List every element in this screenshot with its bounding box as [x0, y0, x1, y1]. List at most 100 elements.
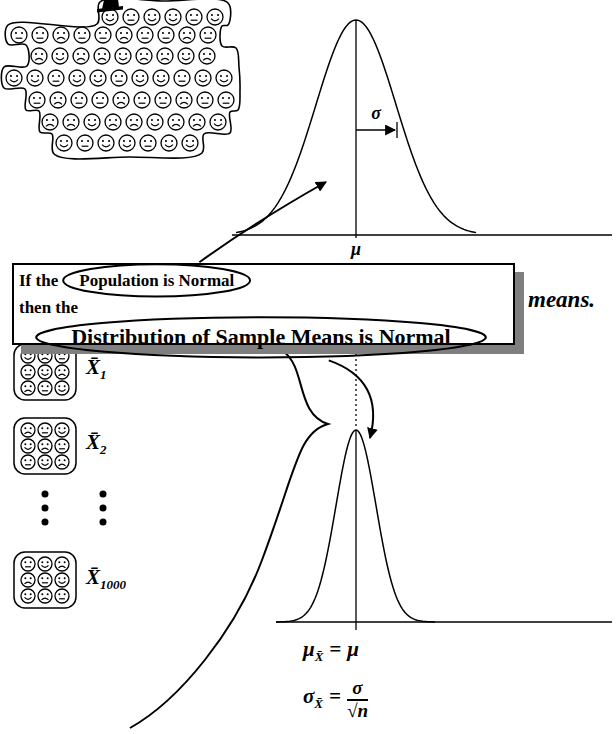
face-outline	[21, 439, 35, 453]
face-icon	[168, 114, 184, 130]
face-eye	[167, 53, 169, 55]
face-eye	[115, 75, 117, 77]
face-outline	[73, 48, 89, 64]
face-eye	[201, 97, 203, 99]
face-outline	[161, 135, 177, 151]
face-eye	[184, 75, 186, 77]
face-eye	[175, 14, 177, 16]
face-outline	[90, 70, 106, 86]
face-outline	[189, 114, 205, 130]
face-eye	[58, 593, 60, 595]
face-eye	[58, 353, 60, 355]
face-icon	[38, 365, 52, 379]
face-outline	[21, 365, 35, 379]
face-eye	[47, 593, 49, 595]
face-outline	[200, 27, 216, 43]
face-eye	[123, 140, 125, 142]
face-eye	[120, 32, 122, 34]
face-eye	[204, 32, 206, 34]
face-outline	[38, 557, 52, 571]
face-eye	[31, 75, 33, 77]
face-icon	[38, 423, 52, 437]
face-eye	[98, 53, 100, 55]
face-mouth	[59, 598, 65, 599]
face-icon	[200, 27, 216, 43]
face-eye	[60, 140, 62, 142]
sample-mean-symbol: X̄	[86, 566, 100, 589]
face-eye	[47, 369, 49, 371]
face-outline	[186, 9, 202, 25]
face-eye	[41, 561, 43, 563]
face-eye	[64, 369, 66, 371]
face-outline	[147, 114, 163, 130]
face-eye	[66, 140, 68, 142]
face-icon	[53, 27, 69, 43]
face-eye	[84, 32, 86, 34]
standard-error-formula: σX̄=σ√n	[303, 678, 368, 721]
face-icon	[137, 27, 153, 43]
face-eye	[157, 75, 159, 77]
face-outline	[111, 70, 127, 86]
face-eye	[64, 427, 66, 429]
face-icon	[27, 70, 43, 86]
face-outline	[115, 48, 131, 64]
face-mouth	[102, 145, 110, 147]
face-icon	[178, 48, 194, 64]
face-outline	[21, 381, 35, 395]
face-icon	[63, 114, 79, 130]
face-eye	[210, 32, 212, 34]
face-mouth	[42, 390, 48, 391]
face-outline	[218, 92, 234, 108]
face-icon	[144, 9, 160, 25]
face-eye	[141, 32, 143, 34]
face-eye	[15, 32, 17, 34]
face-mouth	[130, 124, 138, 126]
face-eye	[10, 75, 12, 77]
face-eye	[207, 97, 209, 99]
face-eye	[220, 75, 222, 77]
face-icon	[199, 48, 215, 64]
sigma-arrow	[356, 129, 395, 130]
face-outline	[21, 589, 35, 603]
face-outline	[52, 48, 68, 64]
face-eye	[94, 119, 96, 121]
highlight-ellipse: Population is Normal	[62, 263, 251, 298]
face-outline	[77, 135, 93, 151]
face-outline	[55, 349, 69, 363]
face-eye	[228, 97, 230, 99]
face-mouth	[117, 102, 125, 104]
face-eye	[36, 32, 38, 34]
face-eye	[140, 53, 142, 55]
face-eye	[136, 75, 138, 77]
face-eye	[165, 140, 167, 142]
face-icon	[153, 70, 169, 86]
callout-box: If thethen thePopulation is NormalDistri…	[12, 263, 515, 345]
face-outline	[21, 423, 35, 437]
face-mouth	[59, 566, 66, 568]
face-outline	[178, 48, 194, 64]
sample-mean-label: X̄2	[86, 431, 107, 457]
ellipse-line	[63, 265, 250, 297]
face-outline	[197, 92, 213, 108]
face-outline	[165, 9, 181, 25]
face-eye	[209, 53, 211, 55]
face-outline	[55, 381, 69, 395]
face-eye	[52, 119, 54, 121]
face-eye	[58, 459, 60, 461]
face-outline	[84, 114, 100, 130]
face-mouth	[172, 124, 180, 126]
face-eye	[180, 97, 182, 99]
face-eye	[30, 427, 32, 429]
face-mouth	[88, 124, 96, 126]
face-eye	[47, 561, 49, 563]
subscript-number: 2	[100, 443, 107, 457]
face-eye	[79, 75, 81, 77]
face-icon	[38, 557, 52, 571]
title-fragment: means.	[528, 287, 595, 312]
sample-mean-symbol: X̄	[86, 431, 100, 454]
face-mouth	[35, 58, 43, 60]
face-outline	[38, 573, 52, 587]
face-mouth	[59, 389, 66, 391]
face-mouth	[151, 124, 159, 126]
face-outline	[123, 9, 139, 25]
